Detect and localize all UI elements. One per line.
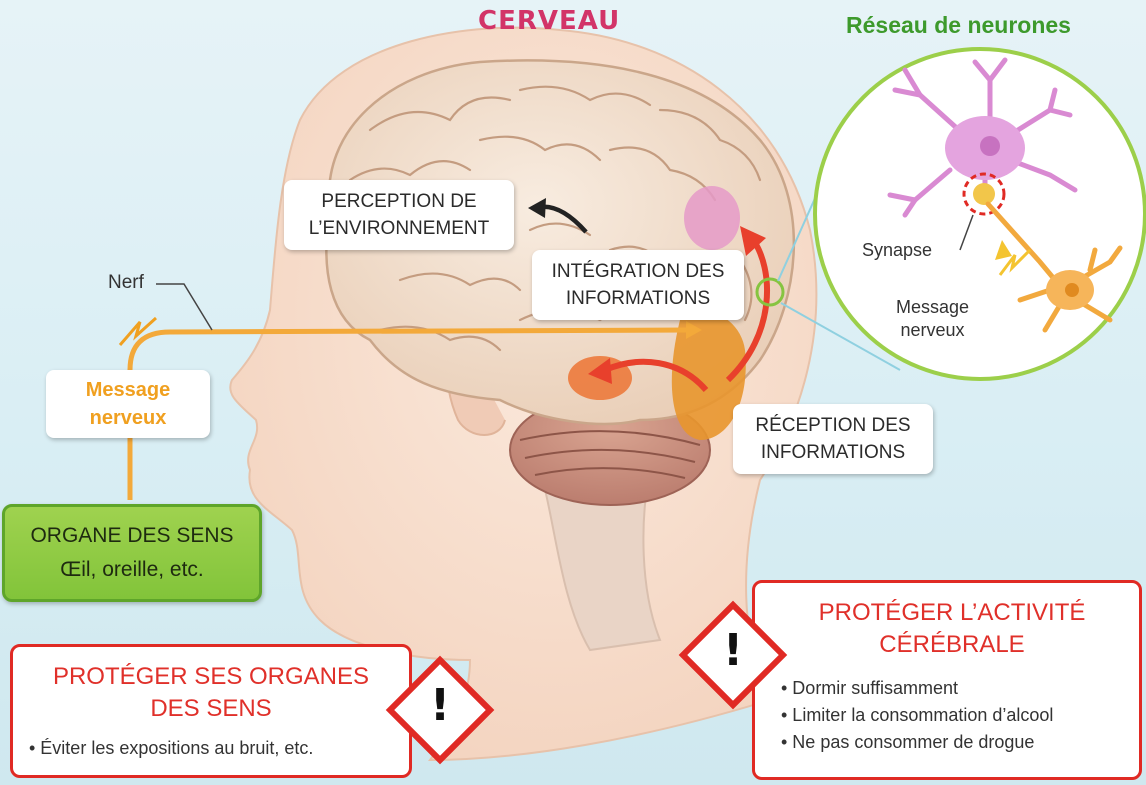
protect-brain-item: • Ne pas consommer de drogue <box>781 729 1123 756</box>
neuron-network-title: Réseau de neurones <box>846 12 1071 39</box>
protect-senses-title: PROTÉGER SES ORGANES DES SENS <box>29 661 393 725</box>
perception-label: PERCEPTION DE L’ENVIRONNEMENT <box>284 180 514 250</box>
sense-organ-title: ORGANE DES SENS <box>5 519 259 553</box>
integration-zone <box>684 186 740 250</box>
synapse-bulb <box>973 183 995 205</box>
integration-label: INTÉGRATION DES INFORMATIONS <box>532 250 744 320</box>
protect-brain-item: • Limiter la consommation d’alcool <box>781 702 1123 729</box>
protect-senses-item: • Éviter les expositions au bruit, etc. <box>29 735 393 762</box>
warning-symbol-left-top: ! <box>428 680 452 731</box>
sense-organ-box: ORGANE DES SENS Œil, oreille, etc. <box>2 504 262 602</box>
nerve-message-label: Message nerveux <box>46 370 210 438</box>
protect-brain-title: PROTÉGER L’ACTIVITÉ CÉRÉBRALE <box>781 597 1123 661</box>
warning-symbol-right-top: ! <box>721 625 745 676</box>
neuron-message-label: Message nerveux <box>896 296 969 342</box>
nerf-label: Nerf <box>108 272 144 294</box>
synapse-label: Synapse <box>862 240 932 261</box>
protect-brain-item: • Dormir suffisamment <box>781 675 1123 702</box>
protect-senses-box: PROTÉGER SES ORGANES DES SENS • Éviter l… <box>10 644 412 778</box>
reception-label: RÉCEPTION DES INFORMATIONS <box>733 404 933 474</box>
brain-title: CERVEAU <box>478 6 620 36</box>
sense-organ-subtitle: Œil, oreille, etc. <box>5 553 259 587</box>
protect-brain-box: PROTÉGER L’ACTIVITÉ CÉRÉBRALE • Dormir s… <box>752 580 1142 780</box>
